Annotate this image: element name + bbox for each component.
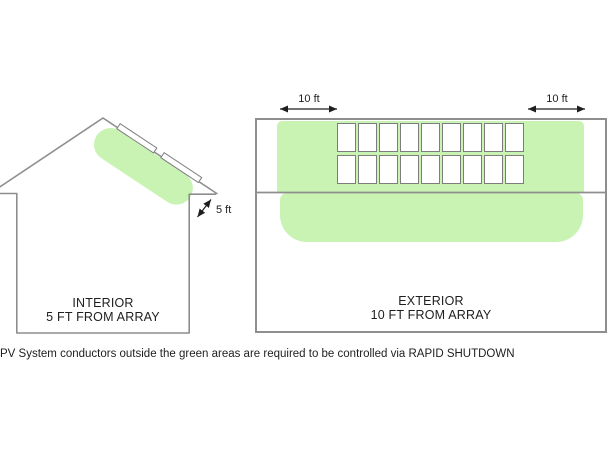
caption: PV System conductors outside the green a… [0,348,515,360]
pv-panel [400,154,419,184]
interior-label: INTERIOR 5 FT FROM ARRAY [17,296,189,324]
pv-panel [442,154,461,184]
pv-panel [442,123,461,153]
pv-panel [505,154,524,184]
pv-panel [484,123,503,153]
pv-panel [379,123,398,153]
exterior-label-line1: EXTERIOR [398,294,464,308]
pv-panel [358,123,377,153]
interior-label-line1: INTERIOR [72,296,134,310]
ten-ft-label-right: 10 ft [546,93,568,105]
pv-array-grid [337,123,524,184]
five-ft-label: 5 ft [216,204,232,216]
exterior-label-line2: 10 FT FROM ARRAY [370,308,492,322]
pv-panel [400,123,419,153]
exterior-label: EXTERIOR 10 FT FROM ARRAY [255,294,607,322]
five-ft-arrow [197,199,212,218]
exterior-zone-lower [280,193,583,242]
pv-panel [337,154,356,184]
pv-panel [421,123,440,153]
pv-panel [358,154,377,184]
ten-ft-label-left: 10 ft [298,93,320,105]
interior-label-line2: 5 FT FROM ARRAY [46,310,160,324]
pv-panel [505,123,524,153]
pv-panel [337,123,356,153]
pv-panel [484,154,503,184]
pv-panel [463,154,482,184]
pv-panel [463,123,482,153]
pv-panel [421,154,440,184]
pv-panel [379,154,398,184]
